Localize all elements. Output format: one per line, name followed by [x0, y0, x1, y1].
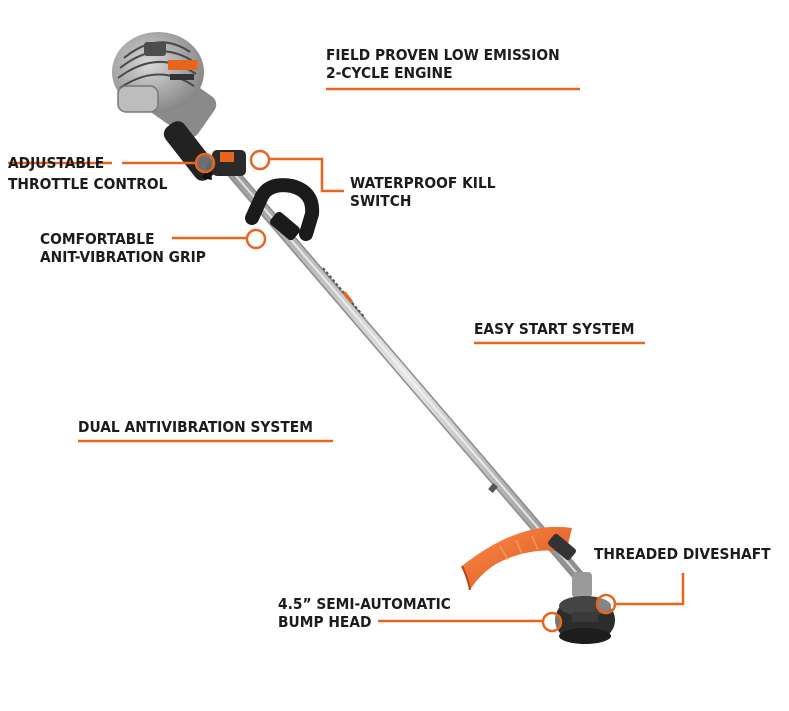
- kill-switch-callout-line1: WATERPROOF KILL: [350, 174, 496, 192]
- trimmer-guard-icon: [461, 526, 576, 591]
- engine-callout-line1: FIELD PROVEN LOW EMISSION: [326, 46, 560, 64]
- dual-antivibration-callout: DUAL ANTIVIBRATION SYSTEM: [78, 418, 313, 436]
- throttle-callout: ADJUSTABLE THROTTLE CONTROL: [8, 154, 168, 193]
- throttle-callout-line2: THROTTLE CONTROL: [8, 175, 168, 193]
- grip-callout: COMFORTABLE ANIT-VIBRATION GRIP: [40, 230, 206, 266]
- throttle-callout-line1: ADJUSTABLE: [8, 154, 105, 172]
- loop-grip-icon: [245, 178, 320, 241]
- dual-antivibration-callout-line1: DUAL ANTIVIBRATION SYSTEM: [78, 418, 313, 436]
- bump-head-callout-line1: 4.5” SEMI-AUTOMATIC: [278, 595, 451, 613]
- driveshaft-callout-line1: THREADED DIVESHAFT: [594, 545, 771, 563]
- engine-icon: [112, 32, 217, 138]
- bump-head-marker-icon: [541, 611, 563, 633]
- bump-head-callout: 4.5” SEMI-AUTOMATIC BUMP HEAD: [278, 595, 451, 631]
- driveshaft-marker-icon: [595, 593, 617, 615]
- kill-switch-marker-icon: [249, 149, 271, 171]
- callout-lines: [8, 87, 685, 623]
- bump-head-callout-line2: BUMP HEAD: [278, 613, 372, 631]
- grip-marker-icon: [245, 228, 267, 250]
- engine-callout-line2: 2-CYCLE ENGINE: [326, 64, 453, 82]
- shaft-decal: [322, 267, 366, 319]
- throttle-marker-icon: [194, 152, 216, 174]
- grip-callout-line2: ANIT-VIBRATION GRIP: [40, 248, 206, 266]
- grip-callout-line1: COMFORTABLE: [40, 230, 155, 248]
- throttle-handle-icon: [163, 121, 246, 181]
- easy-start-callout-line1: EASY START SYSTEM: [474, 320, 635, 338]
- kill-switch-callout-line2: SWITCH: [350, 192, 412, 210]
- driveshaft-callout: THREADED DIVESHAFT: [594, 545, 771, 563]
- easy-start-callout: EASY START SYSTEM: [474, 320, 634, 338]
- bump-head-icon: [555, 572, 615, 644]
- kill-switch-callout: WATERPROOF KILL SWITCH: [350, 174, 496, 210]
- engine-callout: FIELD PROVEN LOW EMISSION 2-CYCLE ENGINE: [326, 46, 560, 82]
